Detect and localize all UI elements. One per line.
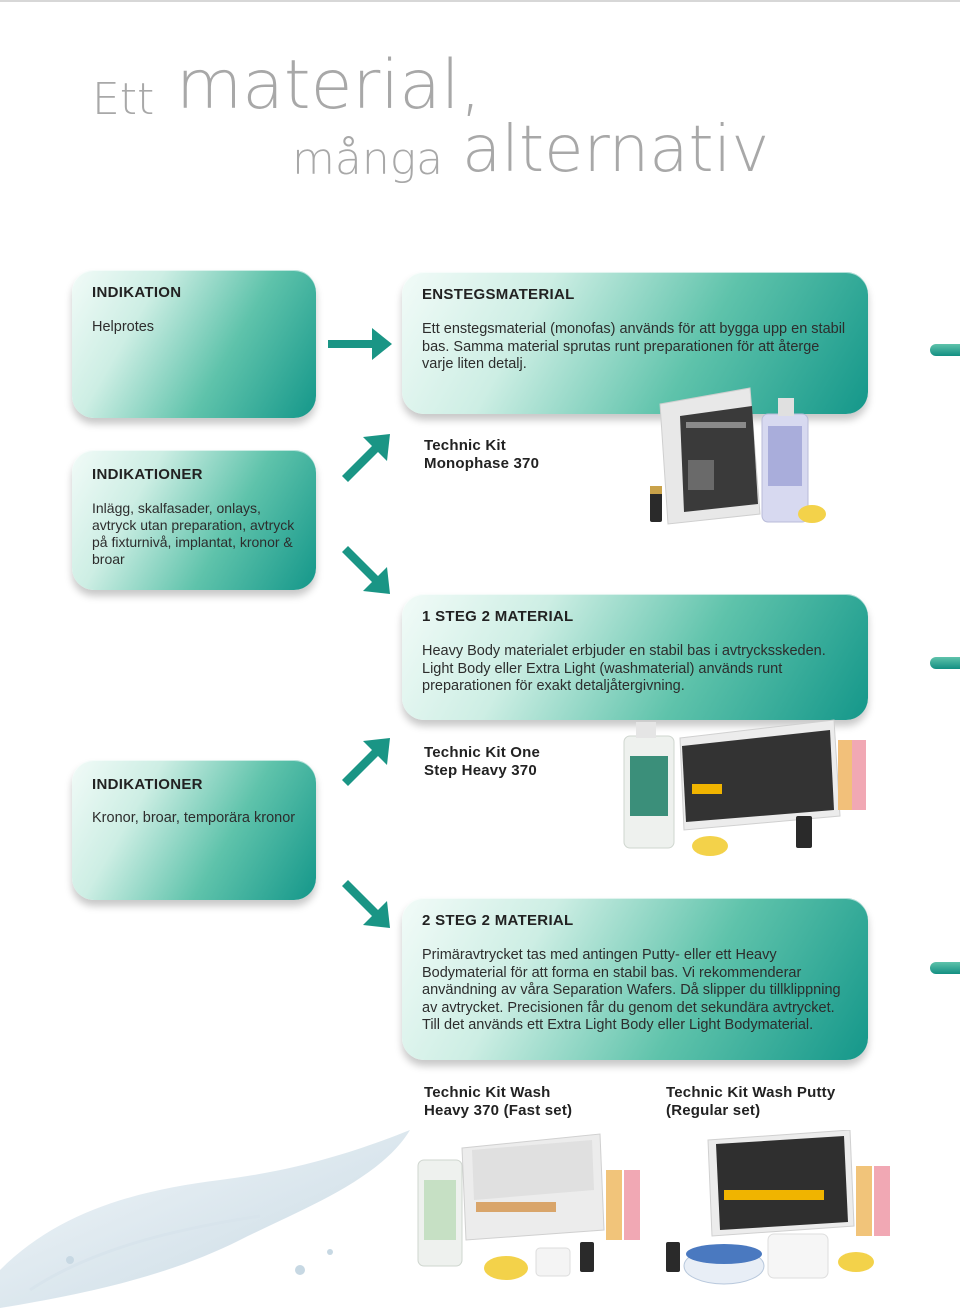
arrow-right-icon — [328, 328, 392, 360]
material-heading: 2 STEG 2 MATERIAL — [422, 912, 574, 929]
title-word-ett: Ett — [92, 74, 155, 125]
arrow-up-right-icon — [342, 434, 390, 482]
product-title-line: Technic Kit One — [424, 744, 541, 761]
material-text: Ett enstegsmaterial (monofas) används fö… — [422, 321, 846, 372]
product-title-line: Technic Kit — [424, 437, 506, 454]
water-splash-image — [0, 1130, 410, 1308]
side-tab — [930, 962, 960, 974]
material-heading: 1 STEG 2 MATERIAL — [422, 608, 574, 625]
indication-heading: INDIKATIONER — [92, 466, 203, 483]
indication-box-2: INDIKATIONER Inlägg, skalfasader, onlays… — [72, 450, 316, 590]
indication-heading: INDIKATION — [92, 284, 182, 301]
title-word-alternativ: alternativ — [462, 113, 770, 187]
product-title-one-step: Technic Kit One Step Heavy 370 — [424, 744, 540, 779]
material-box-1: ENSTEGSMATERIAL Ett enstegsmaterial (mon… — [402, 272, 868, 414]
product-title-line: Technic Kit Wash — [424, 1084, 551, 1101]
product-title-wash-heavy: Technic Kit Wash Heavy 370 (Fast set) — [424, 1084, 572, 1119]
side-tab — [930, 657, 960, 669]
material-box-3: 2 STEG 2 MATERIAL Primäravtrycket tas me… — [402, 898, 868, 1060]
indication-box-1: INDIKATION Helprotes — [72, 270, 316, 418]
product-title-wash-putty: Technic Kit Wash Putty (Regular set) — [666, 1084, 835, 1119]
indication-heading: INDIKATIONER — [92, 776, 203, 793]
product-kit-one-step-image — [623, 719, 866, 856]
title-word-manga: många — [292, 134, 444, 185]
material-text: Heavy Body materialet erbjuder en stabil… — [422, 643, 826, 694]
product-title-line: Step Heavy 370 — [424, 761, 537, 779]
product-title-line: Technic Kit Wash Putty — [666, 1084, 836, 1101]
arrow-down-right-icon — [342, 880, 390, 928]
material-box-2: 1 STEG 2 MATERIAL Heavy Body materialet … — [402, 594, 868, 720]
material-heading: ENSTEGSMATERIAL — [422, 286, 575, 303]
product-kit-wash-putty-image — [666, 1130, 890, 1285]
top-rule — [0, 0, 960, 2]
indication-text: Kronor, broar, temporära kronor — [92, 810, 296, 826]
product-kit-wash-heavy-image — [417, 1133, 640, 1280]
product-title-line: (Regular set) — [666, 1101, 761, 1119]
indication-text: Helprotes — [92, 319, 155, 335]
side-tab — [930, 344, 960, 356]
material-text: Primäravtrycket tas med antingen Putty- … — [422, 947, 841, 1033]
indication-box-3: INDIKATIONER Kronor, broar, temporära kr… — [72, 760, 316, 900]
product-kit-monophase-image — [650, 387, 826, 525]
product-title-monophase: Technic Kit Monophase 370 — [424, 437, 539, 472]
title-word-material: material, — [176, 46, 482, 125]
product-title-line: Heavy 370 (Fast set) — [424, 1101, 573, 1119]
arrow-down-right-icon — [342, 546, 390, 594]
indication-text: Inlägg, skalfasader, onlays, avtryck uta… — [92, 500, 295, 567]
arrow-up-right-icon — [342, 738, 390, 786]
product-title-line: Monophase 370 — [424, 454, 540, 472]
